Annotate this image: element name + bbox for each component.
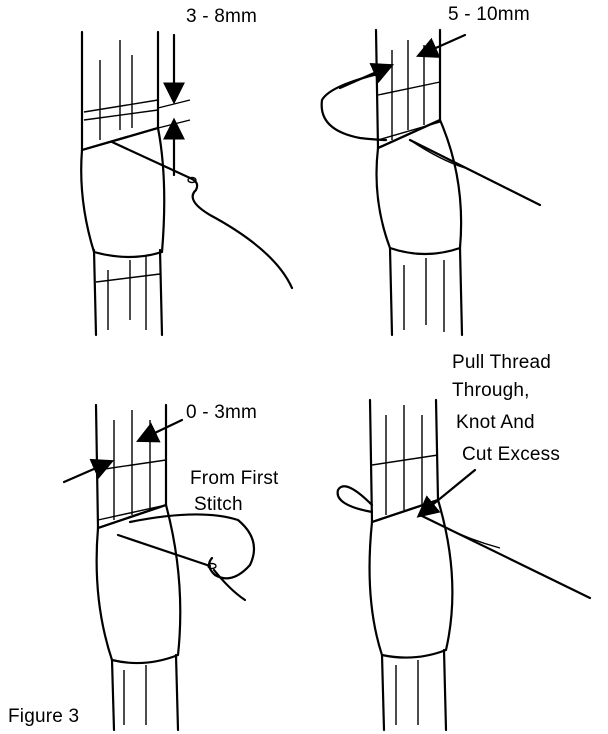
rod xyxy=(80,30,164,337)
label-pull-thread: Pull Thread xyxy=(452,352,552,373)
label-through: Through, xyxy=(452,380,530,401)
rod xyxy=(368,398,448,732)
sleeve xyxy=(368,498,454,659)
panel-1 xyxy=(80,30,294,337)
panel-3 xyxy=(62,403,256,732)
label-knot-and: Knot And xyxy=(456,412,535,433)
label-3-8mm: 3 - 8mm xyxy=(186,6,258,27)
label-cut-excess: Cut Excess xyxy=(462,444,561,465)
label-from-first: From First xyxy=(190,468,279,489)
rod xyxy=(374,28,464,337)
rod xyxy=(94,403,180,732)
figure-caption: Figure 3 xyxy=(8,706,80,727)
sleeve xyxy=(80,126,166,259)
panel-4 xyxy=(336,398,592,732)
panel-2 xyxy=(320,28,542,337)
sleeve xyxy=(95,503,182,665)
sleeve xyxy=(375,118,463,256)
label-stitch: Stitch xyxy=(194,494,243,515)
label-5-10mm: 5 - 10mm xyxy=(448,4,530,25)
label-0-3mm: 0 - 3mm xyxy=(186,402,258,423)
